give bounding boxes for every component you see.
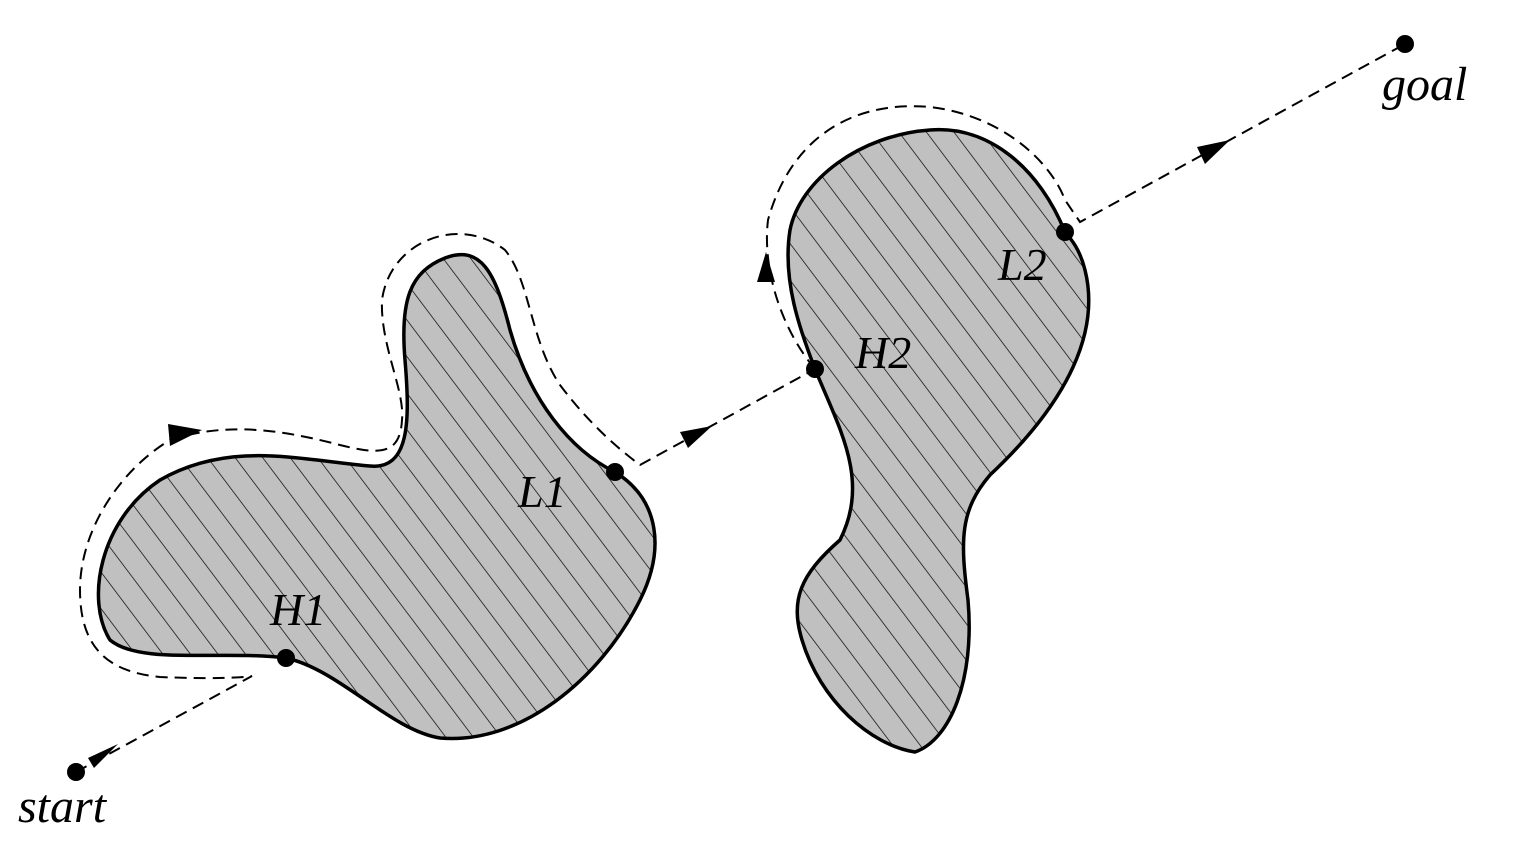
h1-label: H1 xyxy=(269,584,326,635)
goal-label: goal xyxy=(1382,58,1467,111)
arrow-head-start xyxy=(88,744,118,768)
arrow-head-obstacle1 xyxy=(168,424,202,446)
arrow-head-obstacle2 xyxy=(757,252,775,282)
robot-trajectory-second-obstacle xyxy=(766,43,1406,370)
l2-label: L2 xyxy=(997,239,1047,290)
start-point xyxy=(67,763,85,781)
goal-point xyxy=(1396,35,1414,53)
l1-point xyxy=(606,463,624,481)
arrow-head-between xyxy=(680,426,712,448)
l2-point xyxy=(1056,223,1074,241)
h1-point xyxy=(277,649,295,667)
h2-point xyxy=(806,360,824,378)
l1-label: L1 xyxy=(517,466,567,517)
start-label: start xyxy=(18,780,108,833)
arrow-head-goal xyxy=(1197,140,1230,164)
h2-label: H2 xyxy=(854,327,911,378)
robot-trajectory xyxy=(75,233,816,773)
obstacle-2 xyxy=(786,127,1091,754)
obstacle-1 xyxy=(96,252,657,741)
